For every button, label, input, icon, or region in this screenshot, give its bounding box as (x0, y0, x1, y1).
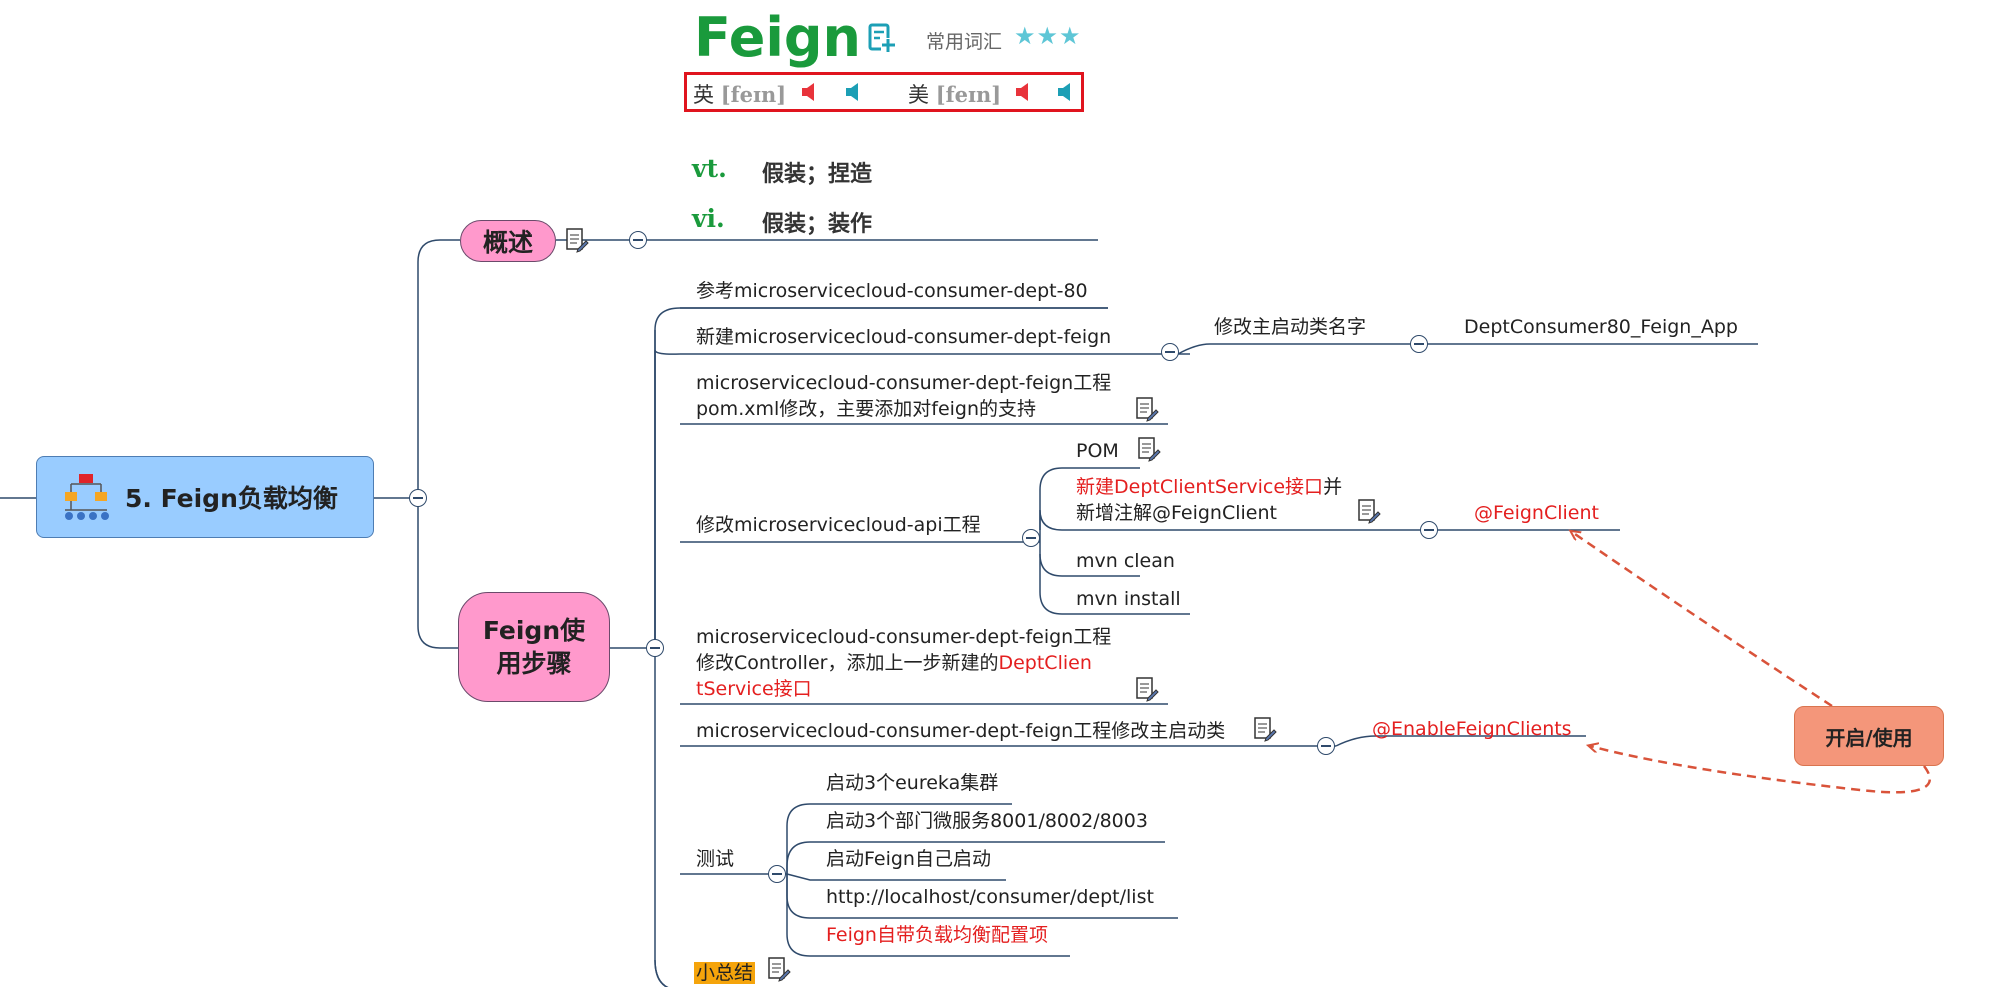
controller-text: 修改Controller，添加上一步新建的 (696, 652, 999, 674)
collapse-icon[interactable] (768, 865, 786, 883)
collapse-icon[interactable] (1317, 737, 1335, 755)
step-api-project[interactable]: 修改microservicecloud-api工程 (696, 514, 981, 536)
us-label: 美 (908, 83, 929, 107)
collapse-icon[interactable] (1022, 529, 1040, 547)
collapse-icon[interactable] (629, 231, 647, 249)
add-to-wordbook-icon[interactable] (866, 22, 898, 54)
api-new-interface-red: 新建DeptClientService接口 (1076, 476, 1324, 498)
step-rename-main-class[interactable]: 修改主启动类名字 (1214, 316, 1367, 338)
note-icon[interactable] (766, 956, 792, 982)
note-icon[interactable] (564, 227, 590, 253)
callout-label: 开启/使用 (1825, 725, 1913, 750)
feign-client-annotation[interactable]: @FeignClient (1474, 502, 1599, 524)
test-item[interactable]: 启动Feign自己启动 (826, 848, 991, 870)
mvn-install[interactable]: mvn install (1076, 588, 1181, 610)
sense-pos: vi. (692, 204, 725, 233)
test-item[interactable]: 启动3个eureka集群 (826, 772, 999, 794)
pronunciation-box (684, 72, 1084, 112)
test-item[interactable]: Feign自带负载均衡配置项 (826, 924, 1048, 946)
step-modify-main-class[interactable]: microservicecloud-consumer-dept-feign工程修… (696, 720, 1226, 742)
us-ipa: [feɪn] (935, 82, 1002, 107)
note-icon[interactable] (1134, 396, 1160, 422)
api-new-annotation[interactable]: 新增注解@FeignClient (1076, 502, 1277, 524)
summary-label: 小总结 (694, 962, 756, 984)
speaker-icon[interactable] (1014, 82, 1034, 102)
step-new-project[interactable]: 新建microservicecloud-consumer-dept-feign (696, 326, 1112, 348)
collapse-icon[interactable] (1161, 343, 1179, 361)
step-summary[interactable]: 小总结 (694, 960, 756, 986)
steps-label: Feign使用步骤 (482, 616, 586, 678)
main-class-name[interactable]: DeptConsumer80_Feign_App (1464, 316, 1738, 338)
note-icon[interactable] (1252, 716, 1278, 742)
steps-topic[interactable]: Feign使用步骤 (458, 592, 610, 702)
step-test[interactable]: 测试 (696, 848, 735, 870)
step-controller-line[interactable]: tService接口 (696, 678, 812, 700)
step-controller-line[interactable]: microservicecloud-consumer-dept-feign工程 (696, 626, 1112, 648)
api-new-interface[interactable]: 新建DeptClientService接口并 (1076, 474, 1342, 500)
speaker-icon[interactable] (844, 82, 864, 102)
uk-ipa: [feɪn] (720, 82, 787, 107)
enable-use-callout[interactable]: 开启/使用 (1794, 706, 1944, 766)
overview-label: 概述 (482, 228, 533, 257)
dict-headword: Feign (694, 6, 861, 69)
collapse-icon[interactable] (409, 489, 427, 507)
test-item[interactable]: 启动3个部门微服务8001/8002/8003 (826, 810, 1148, 832)
api-new-interface-suffix: 并 (1323, 476, 1343, 498)
collapse-icon[interactable] (1410, 335, 1428, 353)
root-topic[interactable]: 5. Feign负载均衡 (36, 456, 374, 538)
note-icon[interactable] (1136, 436, 1162, 462)
sense-meaning: 假装；捏造 (762, 162, 873, 187)
step-pom-line[interactable]: microservicecloud-consumer-dept-feign工程 (696, 372, 1112, 394)
uk-label: 英 (693, 83, 714, 107)
collapse-icon[interactable] (1420, 521, 1438, 539)
speaker-icon[interactable] (800, 82, 820, 102)
overview-topic[interactable]: 概述 (460, 220, 556, 262)
api-pom[interactable]: POM (1076, 440, 1119, 462)
org-chart-icon (61, 472, 111, 522)
root-label: 5. Feign负载均衡 (125, 484, 338, 513)
controller-text-red: DeptClien (998, 652, 1092, 674)
uk-pronunciation: 英 [feɪn] (693, 79, 786, 109)
mvn-clean[interactable]: mvn clean (1076, 550, 1175, 572)
collapse-icon[interactable] (646, 639, 664, 657)
step-pom-line[interactable]: pom.xml修改，主要添加对feign的支持 (696, 398, 1037, 420)
speaker-icon[interactable] (1056, 82, 1076, 102)
note-icon[interactable] (1134, 676, 1160, 702)
sense-meaning: 假装；装作 (762, 212, 873, 237)
test-item[interactable]: http://localhost/consumer/dept/list (826, 886, 1154, 908)
sense-pos: vt. (692, 154, 727, 183)
step-controller-line[interactable]: 修改Controller，添加上一步新建的DeptClien (696, 650, 1092, 676)
enable-feign-clients-annotation[interactable]: @EnableFeignClients (1372, 718, 1572, 740)
us-pronunciation: 美 [feɪn] (908, 79, 1001, 109)
step-ref[interactable]: 参考microservicecloud-consumer-dept-80 (696, 280, 1088, 302)
note-icon[interactable] (1356, 498, 1382, 524)
dict-category: 常用词汇 (926, 31, 1003, 53)
dict-star-rating: ★★★ (1014, 22, 1082, 50)
